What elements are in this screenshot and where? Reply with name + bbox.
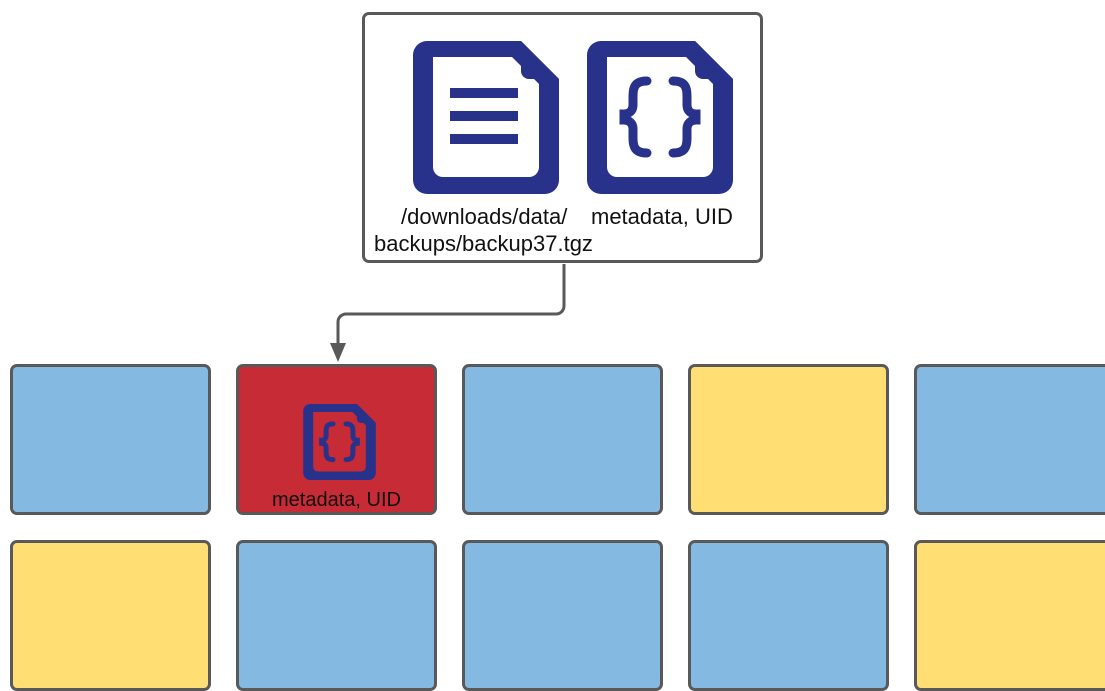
archive-path-line2: backups/backup37.tgz <box>374 231 593 256</box>
archive-path-line1: /downloads/data/ <box>401 204 568 229</box>
json-file-icon <box>303 403 376 481</box>
grid-cell <box>462 540 663 691</box>
grid-cell <box>10 364 211 515</box>
source-box: /downloads/data/ backups/backup37.tgz me… <box>362 12 763 263</box>
grid-cell <box>236 540 437 691</box>
json-file-icon <box>587 41 733 194</box>
grid-cell: metadata, UID <box>236 364 437 515</box>
grid-cell <box>688 540 889 691</box>
grid-cell <box>914 540 1105 691</box>
grid-cell <box>914 364 1105 515</box>
cell-caption: metadata, UID <box>272 489 401 511</box>
grid-cell <box>462 364 663 515</box>
metadata-caption: metadata, UID <box>591 204 733 229</box>
grid-cell <box>10 540 211 691</box>
grid-cell <box>688 364 889 515</box>
text-file-icon <box>413 41 559 194</box>
